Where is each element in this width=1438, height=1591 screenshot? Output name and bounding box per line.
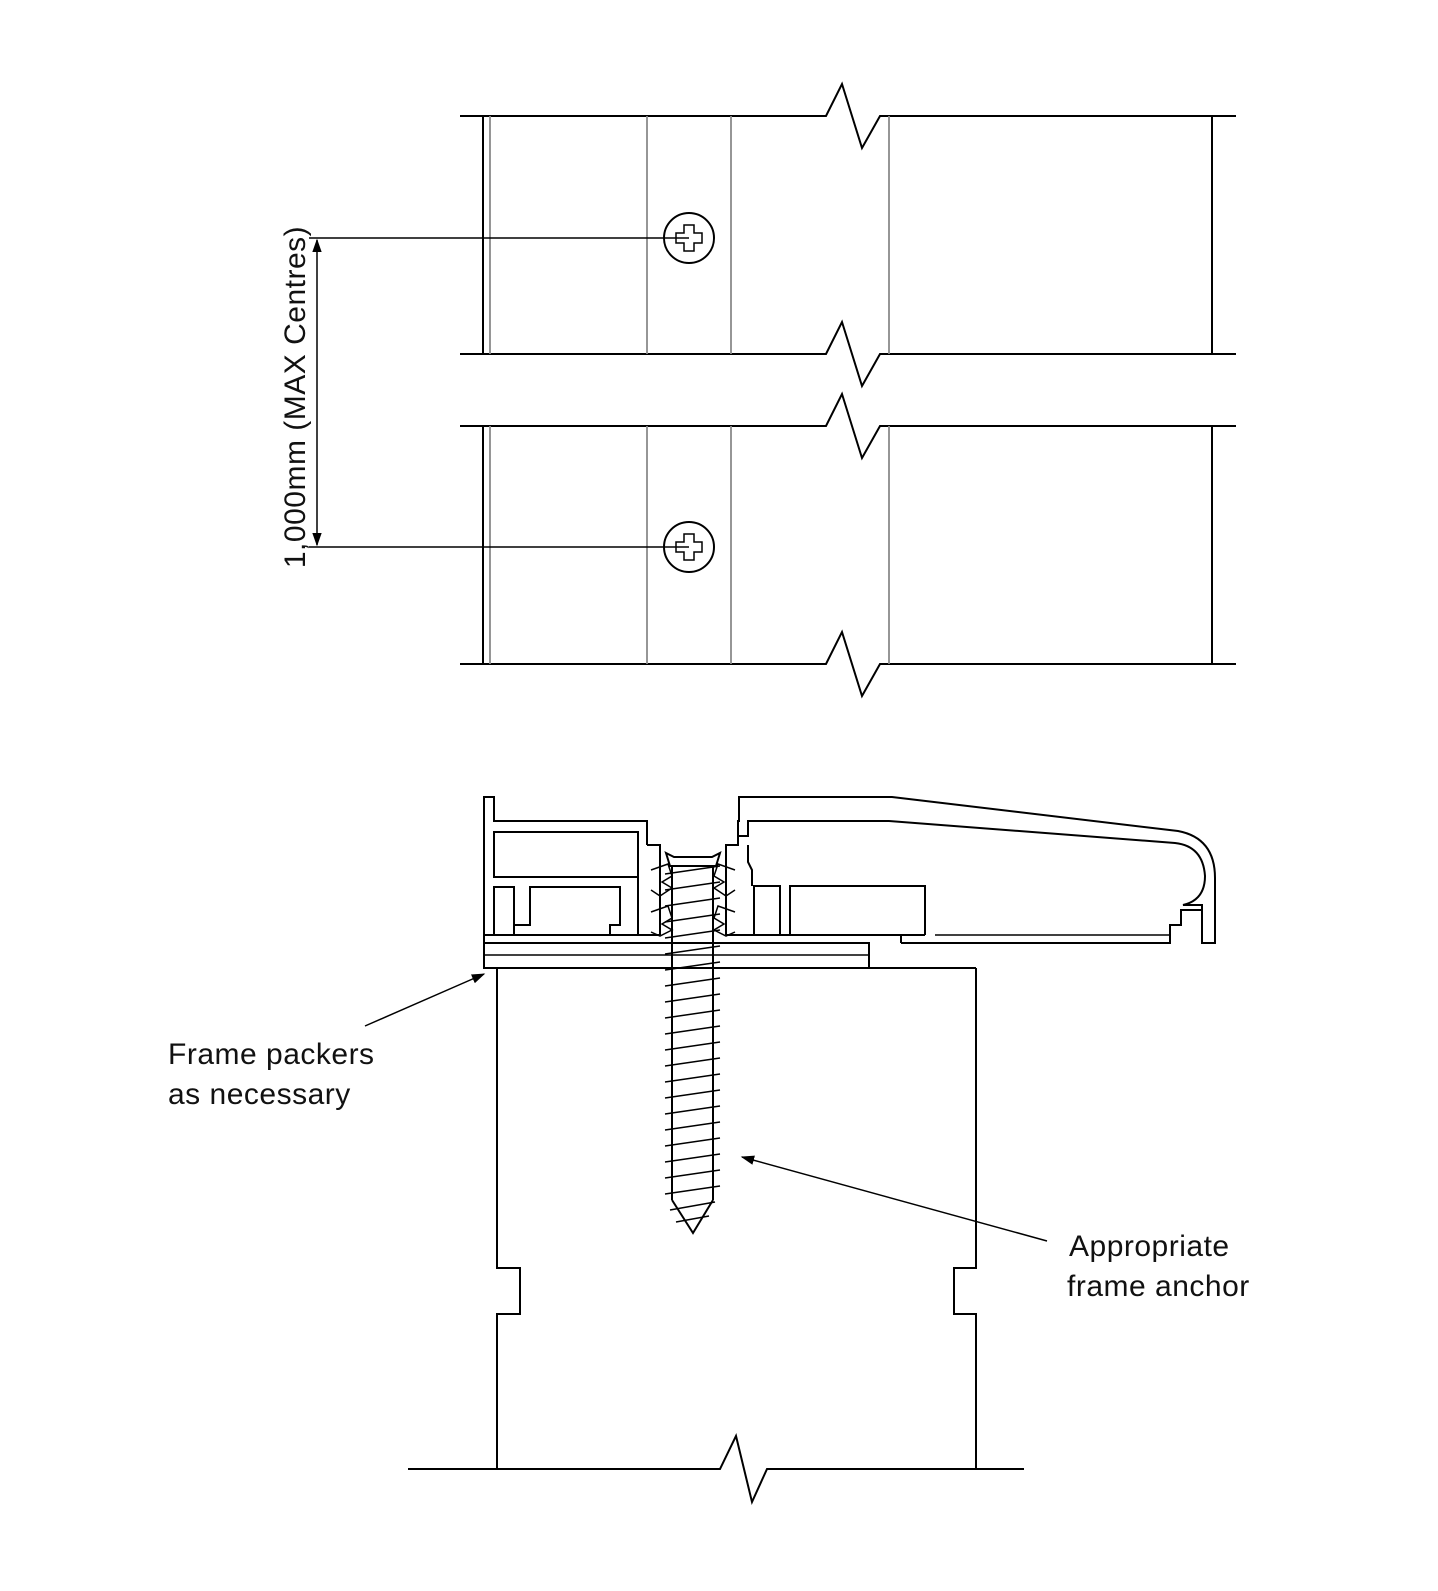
plan-view: 1,000mm (MAX Centres) [279, 81, 1236, 699]
timber-substrate [408, 967, 1024, 1506]
frame-packers-label-line1: Frame packers [168, 1038, 375, 1071]
frame-anchor-leader [740, 1155, 1048, 1242]
dimension-line [309, 237, 689, 548]
frame-anchor-label-line2: frame anchor [1067, 1270, 1250, 1303]
upper-frame-section [460, 81, 1236, 389]
dimension-label: 1,000mm (MAX Centres) [279, 226, 312, 568]
frame-packers-label-line2: as necessary [168, 1078, 351, 1111]
frame-anchor-screw [664, 851, 722, 1235]
frame-packers [483, 942, 870, 969]
lower-frame-section [460, 391, 1236, 699]
frame-profile-right [725, 796, 1216, 944]
frame-packers-leader [364, 973, 486, 1027]
section-view [364, 796, 1216, 1506]
frame-anchor-label-line1: Appropriate [1069, 1230, 1230, 1263]
gasket-clips [650, 863, 736, 937]
frame-profile-left [483, 796, 661, 943]
